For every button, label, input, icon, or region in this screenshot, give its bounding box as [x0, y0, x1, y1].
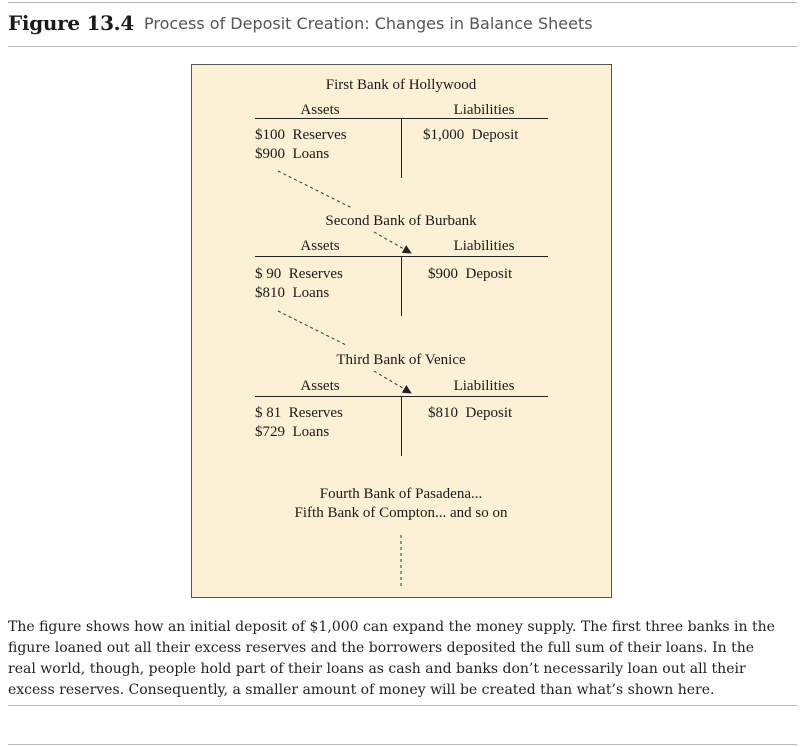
- t-account-vertical-line: [401, 118, 402, 178]
- bank-name: Second Bank of Burbank: [325, 213, 477, 229]
- assets-header: Assets: [300, 238, 340, 254]
- top-rule: [8, 2, 797, 3]
- asset-entry: $810 Loans: [255, 285, 330, 301]
- liabilities-header: Liabilities: [453, 238, 515, 254]
- asset-entry: $ 81 Reserves: [255, 405, 343, 421]
- liability-entry: $810 Deposit: [428, 405, 513, 421]
- bank-name: First Bank of Hollywood: [325, 77, 477, 93]
- t-account-vertical-line: [401, 256, 402, 316]
- loan-flow-arrow: [373, 370, 412, 394]
- loan-flow-arrow: [277, 170, 353, 209]
- t-account-vertical-line: [401, 396, 402, 456]
- liabilities-header: Liabilities: [453, 102, 515, 118]
- liability-entry: $1,000 Deposit: [423, 127, 519, 143]
- assets-header: Assets: [300, 102, 340, 118]
- liability-entry: $900 Deposit: [428, 266, 513, 282]
- figure-caption: The figure shows how an initial deposit …: [8, 619, 775, 698]
- loan-flow-arrow: [277, 310, 347, 346]
- continuation-line: Fourth Bank of Pasadena...: [319, 486, 483, 502]
- figure-title: Process of Deposit Creation: Changes in …: [144, 14, 593, 33]
- bank-name: Third Bank of Venice: [336, 352, 466, 368]
- loan-flow-arrow: [373, 231, 412, 254]
- continuation-line: Fifth Bank of Compton... and so on: [294, 505, 508, 521]
- bottom-rule: [8, 744, 797, 745]
- caption-rule: [8, 705, 797, 706]
- figure-number: Figure 13.4: [8, 11, 134, 35]
- header-rule: [8, 46, 797, 47]
- asset-entry: $100 Reserves: [255, 127, 347, 143]
- assets-header: Assets: [300, 378, 340, 394]
- asset-entry: $900 Loans: [255, 146, 330, 162]
- asset-entry: $ 90 Reserves: [255, 266, 343, 282]
- liabilities-header: Liabilities: [453, 378, 515, 394]
- asset-entry: $729 Loans: [255, 424, 330, 440]
